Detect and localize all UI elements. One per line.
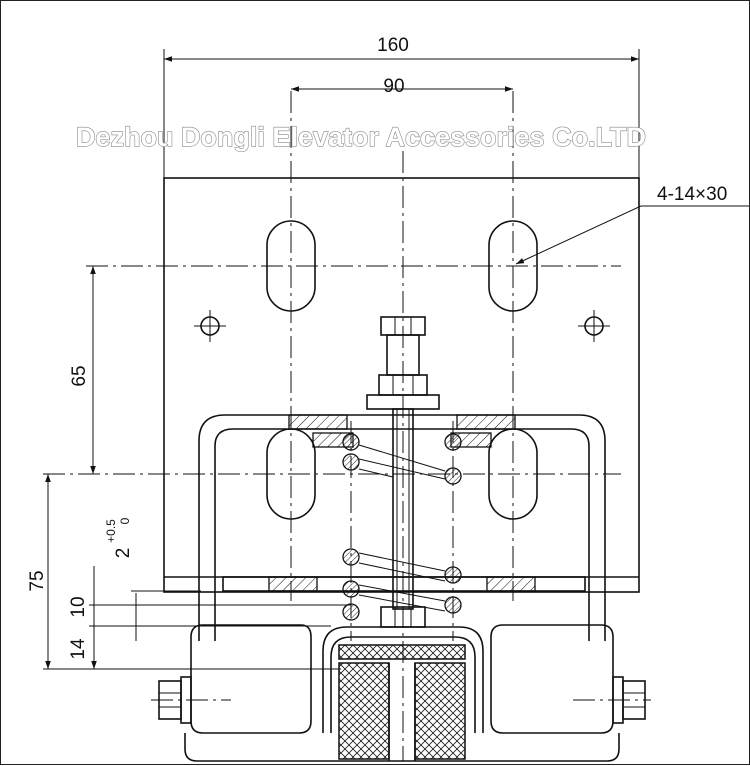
dim-90-label: 90: [383, 76, 404, 97]
dim-65-label: 65: [69, 365, 90, 386]
dimension-65: 65: [69, 266, 96, 474]
dim-75-label: 75: [27, 570, 48, 591]
dim-14-label: 14: [68, 638, 89, 660]
left-shoe-block: [190, 624, 312, 734]
dim-10-label: 10: [68, 596, 89, 617]
dim-160-label: 160: [377, 35, 409, 56]
dimension-75: 75: [27, 474, 341, 670]
slot-callout: 4-14×30: [515, 184, 749, 265]
lining-right: [414, 662, 466, 760]
dimension-90: 90: [291, 76, 513, 97]
lining-left: [338, 662, 390, 760]
dim-gap-tol-lower: 0: [118, 517, 132, 524]
dimension-gap: 2 +0.5 0: [104, 517, 351, 641]
dim-gap-tol-upper: +0.5: [104, 519, 118, 543]
dimension-14: 14: [68, 626, 97, 669]
dim-gap-label: 2: [113, 548, 134, 559]
guide-shoe-assembly: [151, 624, 651, 762]
adjusting-bolt: [366, 316, 440, 628]
callout-slot-spec: 4-14×30: [657, 184, 727, 205]
lining-top: [338, 644, 466, 660]
company-watermark: Dezhou Dongli Elevator Accessories Co.LT…: [76, 122, 646, 152]
right-shoe-block: [490, 624, 614, 734]
spring-coils: [342, 433, 462, 621]
dimension-10: 10: [68, 566, 331, 627]
dimension-160: 160: [163, 35, 640, 178]
